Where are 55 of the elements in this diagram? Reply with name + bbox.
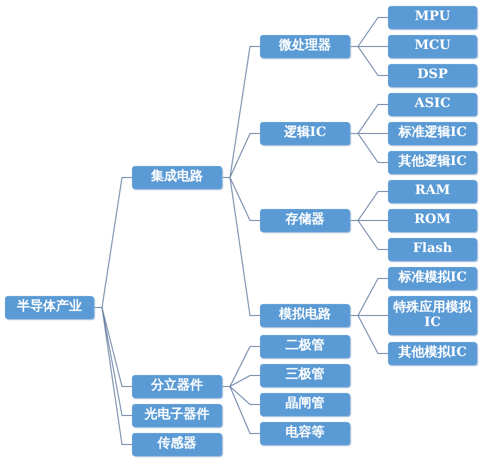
category-box <box>388 267 477 290</box>
box-label: ASIC <box>414 97 450 112</box>
box-label: 微处理器 <box>279 39 331 54</box>
box-label: 晶闸管 <box>286 397 324 412</box>
category-box <box>260 422 350 445</box>
category-box <box>260 335 350 358</box>
box-label: ROM <box>414 213 451 228</box>
box-label: 半导体产业 <box>17 300 82 315</box>
category-box <box>132 375 222 398</box>
box-label: 其他逻辑IC <box>398 155 467 170</box>
connector-line <box>222 386 260 434</box>
box-label: 光电子器件 <box>144 408 210 423</box>
category-box <box>260 122 350 145</box>
category-box <box>5 296 94 319</box>
category-box <box>388 209 477 232</box>
category-box <box>388 342 477 365</box>
category-box <box>388 180 477 203</box>
box-label: 存储器 <box>286 213 324 228</box>
category-box <box>388 64 477 87</box>
category-box <box>132 404 222 427</box>
category-box <box>260 364 350 387</box>
category-box <box>260 304 350 327</box>
category-box <box>260 393 350 416</box>
box-label: 集成电路 <box>151 170 203 185</box>
category-box <box>388 93 477 116</box>
category-box <box>388 6 477 29</box>
category-box <box>132 166 222 189</box>
box-label: 其他模拟IC <box>398 346 467 361</box>
box-label: 特殊应用模拟IC <box>392 300 473 330</box>
category-box <box>388 35 477 58</box>
box-label: 模拟电路 <box>279 308 331 323</box>
category-box <box>388 151 477 174</box>
connector-line <box>350 46 388 76</box>
box-label: 电容等 <box>286 426 324 441</box>
box-label: DSP <box>417 68 448 83</box>
category-box <box>132 433 222 456</box>
box-label: Flash <box>412 242 452 257</box>
box-label: 二极管 <box>286 339 324 354</box>
box-label: MCU <box>414 39 451 54</box>
box-label: 标准模拟IC <box>398 271 467 286</box>
box-label: RAM <box>414 184 450 199</box>
box-label: 标准逻辑IC <box>398 126 467 141</box>
category-box <box>260 209 350 232</box>
category-box <box>388 238 477 261</box>
category-box <box>388 122 477 145</box>
connector-line <box>350 133 388 163</box>
box-label: 分立器件 <box>151 379 203 394</box>
category-box <box>260 35 350 58</box>
connector-line <box>94 307 132 445</box>
box-label: 传感器 <box>158 437 196 452</box>
connector-line <box>222 177 260 316</box>
box-label: 逻辑IC <box>284 126 326 141</box>
connector-line <box>350 220 388 250</box>
box-label: 三极管 <box>286 368 324 383</box>
box-label: MPU <box>414 10 450 25</box>
